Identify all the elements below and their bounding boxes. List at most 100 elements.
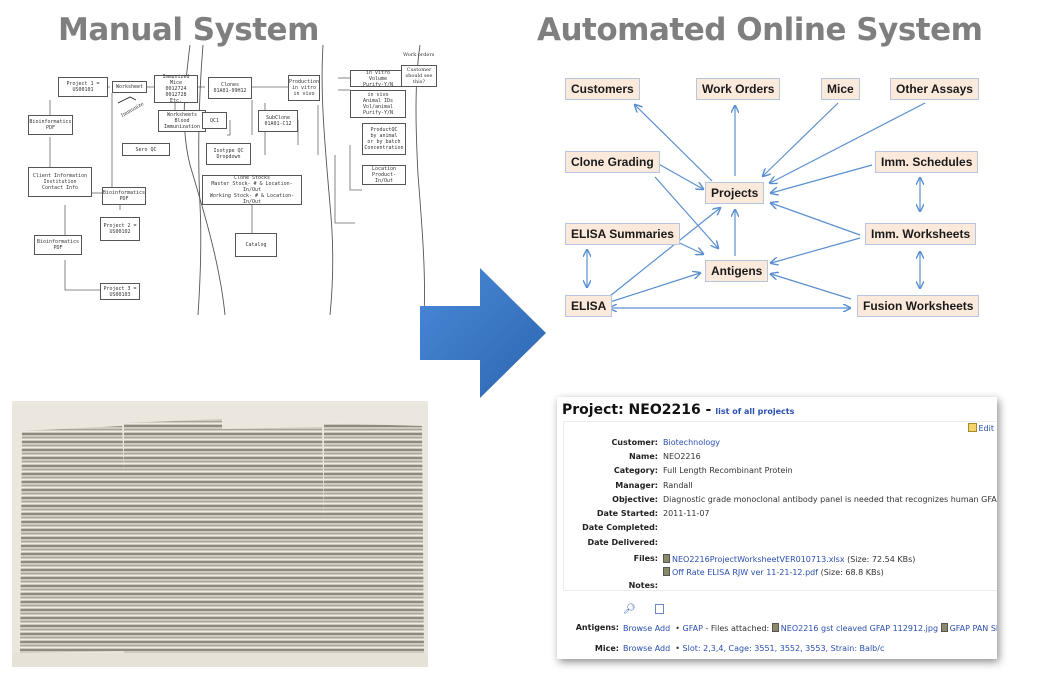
node-imm-worksheets: Imm. Worksheets xyxy=(865,223,977,245)
mice-entry-link[interactable]: Slot: 2,3,4, Cage: 3551, 3552, 3553, Str… xyxy=(682,644,885,653)
arrow-imm-schedules-projects xyxy=(771,164,873,193)
arrow-imm-worksheets-antigens xyxy=(771,237,861,263)
field-label: Category: xyxy=(613,466,658,475)
field-label: Date Completed: xyxy=(582,523,658,532)
project-title-text: Project: NEO2216 - xyxy=(562,402,712,418)
node-antigens: Antigens xyxy=(705,260,769,282)
project-fields-box: Edit xyxy=(563,421,997,591)
node-elisa: ELISA xyxy=(565,295,613,317)
antigen-gfap-link[interactable]: GFAP xyxy=(682,624,703,633)
sketch-box-project1: Project 1 = US00101 xyxy=(58,77,108,97)
node-clone-grading: Clone Grading xyxy=(565,151,660,173)
sketch-box-worksheet: Worksheet xyxy=(112,81,147,93)
sketch-box-clones: Clones 01A01-99H12 xyxy=(208,77,252,99)
sketch-box-immunized-mice: Immunized Mice 0012724 0012728 Etc. xyxy=(154,74,198,104)
sketch-box-worksheets-blood: Worksheets Blood Immunization xyxy=(158,110,206,132)
files-label: Files: xyxy=(633,554,658,563)
file-icon xyxy=(940,623,948,632)
sketch-box-in-vivo: in vivo Animal IDs Vol/animal Purify-Y/N xyxy=(350,90,406,118)
node-work-orders: Work Orders xyxy=(696,78,781,100)
sketch-box-project2: Project 2 = US00102 xyxy=(100,217,140,241)
sketch-box-subclone: SubClone 01A01-C12 xyxy=(258,110,298,132)
node-projects: Projects xyxy=(705,182,765,204)
add-new-icon[interactable] xyxy=(655,604,664,614)
sketch-note-work-orders: Work orders xyxy=(403,52,435,58)
file-size-1: (Size: 72.54 KBs) xyxy=(847,555,916,564)
field-label: Objective: xyxy=(612,495,658,504)
antigens-values: Browse Add • GFAP - Files attached: NEO2… xyxy=(623,623,997,633)
mice-label: Mice: xyxy=(594,644,619,653)
field-value: Randall xyxy=(663,481,693,490)
arrow-projects-customers xyxy=(635,105,713,182)
sketch-box-client-info: Client Information Institution Contact I… xyxy=(28,167,92,197)
field-value: Diagnostic grade monoclonal antibody pan… xyxy=(663,495,997,504)
sketch-box-product-qc: ProductQC by animal or by batch Concentr… xyxy=(362,123,406,155)
mice-add-link[interactable]: Add xyxy=(654,644,671,653)
node-mice: Mice xyxy=(821,78,860,100)
file-link-1[interactable]: NEO2216ProjectWorksheetVER010713.xlsx xyxy=(672,555,845,564)
arrow-fusion-antigens xyxy=(771,274,852,300)
node-elisa-summaries: ELISA Summaries xyxy=(565,223,680,245)
arrow-clone-grading-antigens xyxy=(654,176,718,248)
file-icon xyxy=(663,554,670,563)
automated-system-diagram: Customers Work Orders Mice Other Assays … xyxy=(555,70,1000,325)
paper-stacks-photo xyxy=(12,401,428,667)
file-icon xyxy=(663,567,670,576)
list-all-projects-link[interactable]: list of all projects xyxy=(715,407,795,416)
edit-button[interactable]: Edit xyxy=(967,423,995,433)
sketch-note-customer: Customer should see this? xyxy=(401,65,437,87)
antigens-add-link[interactable]: Add xyxy=(654,624,671,633)
arrow-elisa-antigens xyxy=(609,273,700,303)
arrow-mice-projects xyxy=(763,102,839,176)
sketch-box-production: Production in vitro in vivo xyxy=(288,75,320,101)
field-label: Name: xyxy=(628,452,658,461)
mice-browse-link[interactable]: Browse xyxy=(623,644,653,653)
sketch-box-qc1: QC1 xyxy=(202,112,227,129)
field-value[interactable]: Biotechnology xyxy=(663,438,721,447)
sketch-box-in-vitro: in vitro Volume Purify-Y/N xyxy=(350,70,406,88)
arrow-other-assays-projects xyxy=(770,102,926,183)
arrow-imm-worksheets-projects xyxy=(771,203,861,236)
node-customers: Customers xyxy=(565,78,640,100)
edit-label: Edit xyxy=(978,424,995,433)
sketch-box-bioinformatics-1: Bioinformatics PDF xyxy=(28,115,73,135)
sketch-box-project3: Project 3 = US00103 xyxy=(100,283,140,300)
antigens-browse-link[interactable]: Browse xyxy=(623,624,653,633)
edit-icon xyxy=(967,423,977,432)
browse-search-icon[interactable]: 🔎︎ xyxy=(623,604,636,615)
node-imm-schedules: Imm. Schedules xyxy=(875,151,979,173)
paper-stacks-illustration xyxy=(12,401,428,667)
field-value: NEO2216 xyxy=(663,452,701,461)
field-value: Full Length Recombinant Protein xyxy=(663,466,793,475)
automated-system-title: Automated Online System xyxy=(537,12,983,48)
manual-system-title: Manual System xyxy=(58,12,319,48)
arrow-clone-grading-projects xyxy=(654,161,703,189)
file-item-2: Off Rate ELISA RJW ver 11-21-12.pdf (Siz… xyxy=(663,567,884,577)
antigen-file-1-link[interactable]: NEO2216 gst cleaved GFAP 112912.jpg xyxy=(780,624,939,633)
sketch-box-bioinformatics-3: Bioinformatics PDF xyxy=(34,235,82,255)
notes-label: Notes: xyxy=(628,581,658,590)
sketch-box-sero-qc: Sero QC xyxy=(122,143,170,156)
files-attached-text: - Files attached: xyxy=(702,624,772,633)
file-icon xyxy=(771,623,779,632)
file-size-2: (Size: 68.8 KBs) xyxy=(820,568,884,577)
project-title: Project: NEO2216 -list of all projects xyxy=(562,402,794,418)
field-label: Customer: xyxy=(611,438,658,447)
sketch-box-catalog: Catalog xyxy=(235,233,277,257)
file-item-1: NEO2216ProjectWorksheetVER010713.xlsx (S… xyxy=(663,554,915,564)
sketch-connectors xyxy=(49,45,425,315)
node-fusion-worksheets: Fusion Worksheets xyxy=(857,295,980,317)
sketch-box-location: Location Product- In/Out xyxy=(362,165,406,185)
field-value: 2011-11-07 xyxy=(663,509,710,518)
arrow-elisa-projects xyxy=(609,208,720,297)
project-detail-panel: Project: NEO2216 -list of all projects E… xyxy=(557,397,997,659)
file-link-2[interactable]: Off Rate ELISA RJW ver 11-21-12.pdf xyxy=(672,568,819,577)
sketch-box-isotype-qc: Isotype QC Dropdown xyxy=(206,143,251,165)
antigen-file-2-link[interactable]: GFAP PAN SD xyxy=(949,624,997,633)
field-label: Date Delivered: xyxy=(587,538,658,547)
node-other-assays: Other Assays xyxy=(890,78,979,100)
field-label: Manager: xyxy=(615,481,658,490)
flow-connectors xyxy=(555,102,926,325)
sketch-box-clone-stocks: Clone Stocks Master Stock- # & Location-… xyxy=(202,175,302,205)
manual-system-sketch: Project 1 = US00101 Worksheet Immunized … xyxy=(20,45,440,315)
